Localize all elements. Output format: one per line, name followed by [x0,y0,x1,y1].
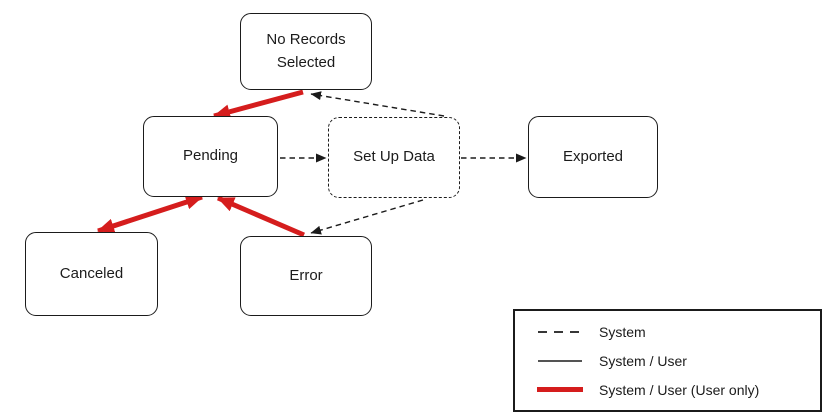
legend-swatch-dashed-line [537,329,583,335]
edge-pending-canceled-bidirectional [97,194,203,234]
edge-setup-to-norecords [310,91,445,117]
legend-swatch-thick-red-line [537,386,583,393]
node-label: Pending [182,147,239,165]
legend-swatch-solid-line [537,358,583,364]
node-canceled: Canceled [25,232,158,316]
edge-norecords-to-pending [213,89,304,120]
legend-row-system-user-only: System / User (User only) [537,380,820,399]
edge-setup-to-error [310,199,424,235]
legend-label-system-user: System / User [599,352,687,369]
node-label: No Records Selected [266,31,346,71]
legend-label-system-user-only: System / User (User only) [599,381,760,398]
edge-error-to-pending [217,195,305,238]
node-pending: Pending [143,116,278,197]
node-label: Canceled [59,264,124,282]
legend-label-system: System [599,323,646,340]
node-exported: Exported [528,116,658,198]
node-label: Set Up Data [353,148,435,166]
node-label: Error [289,266,323,284]
node-no-records-selected: No Records Selected [240,13,372,90]
node-label: Exported [562,147,624,165]
legend-box: System System / User System / User (User… [513,309,822,412]
node-set-up-data: Set Up Data [328,117,460,198]
legend-row-system: System [537,322,820,341]
legend-row-system-user: System / User [537,351,820,370]
node-error: Error [240,236,372,316]
